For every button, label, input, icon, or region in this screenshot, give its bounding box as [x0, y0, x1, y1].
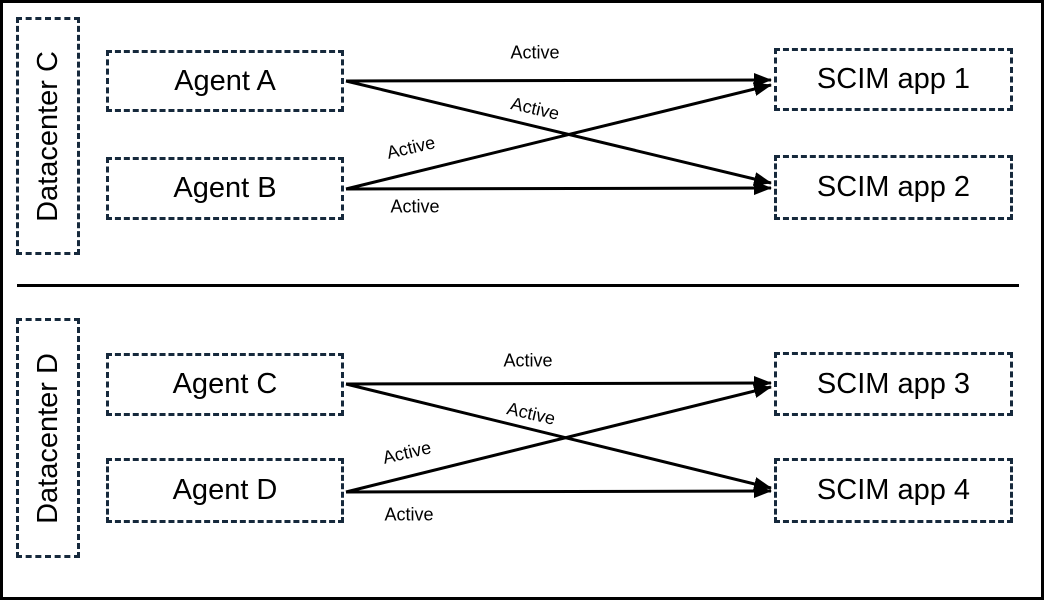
- agent-c-label: Agent C: [172, 368, 278, 400]
- arrow-agent-c-scim-4: [345, 382, 772, 491]
- datacenter-d-label: Datacenter D: [31, 352, 64, 524]
- edge-label-a-to-2: Active: [508, 93, 562, 124]
- section-divider: [17, 284, 1019, 287]
- scim-app-1-box: SCIM app 1: [774, 48, 1013, 111]
- scim-app-2-box: SCIM app 2: [774, 155, 1013, 220]
- scim-app-4-box: SCIM app 4: [774, 458, 1013, 523]
- datacenter-c-label: Datacenter C: [31, 50, 64, 222]
- edge-label-a-to-1: Active: [510, 42, 560, 63]
- arrow-agent-d-scim-3: [345, 384, 772, 494]
- edge-label-d-to-3: Active: [380, 437, 434, 468]
- scim-app-3-label: SCIM app 3: [816, 367, 971, 400]
- agent-d-box: Agent D: [106, 458, 344, 523]
- arrow-agent-b-scim-2: [345, 181, 772, 196]
- edge-label-c-to-4: Active: [504, 398, 558, 429]
- edge-label-d-to-4: Active: [384, 504, 434, 525]
- scim-app-3-box: SCIM app 3: [774, 352, 1013, 416]
- agent-a-box: Agent A: [106, 50, 344, 112]
- edge-label-c-to-3: Active: [503, 350, 553, 371]
- scim-app-2-label: SCIM app 2: [816, 171, 971, 203]
- scim-app-1-label: SCIM app 1: [816, 63, 971, 95]
- agent-c-box: Agent C: [106, 353, 344, 416]
- edge-label-b-to-1: Active: [384, 132, 438, 163]
- agent-a-label: Agent A: [174, 64, 276, 97]
- datacenter-c-box: Datacenter C: [16, 17, 80, 255]
- datacenter-d-box: Datacenter D: [16, 318, 80, 558]
- arrow-agent-d-scim-4: [345, 484, 772, 499]
- arrow-agent-a-scim-1: [345, 73, 772, 88]
- agent-d-label: Agent D: [172, 474, 278, 506]
- agent-b-label: Agent B: [173, 172, 277, 204]
- scim-app-4-label: SCIM app 4: [816, 474, 971, 506]
- arrow-agent-c-scim-3: [345, 376, 772, 391]
- agent-b-box: Agent B: [106, 157, 344, 220]
- arrow-agent-a-scim-2: [345, 79, 772, 186]
- edge-label-b-to-2: Active: [390, 196, 440, 217]
